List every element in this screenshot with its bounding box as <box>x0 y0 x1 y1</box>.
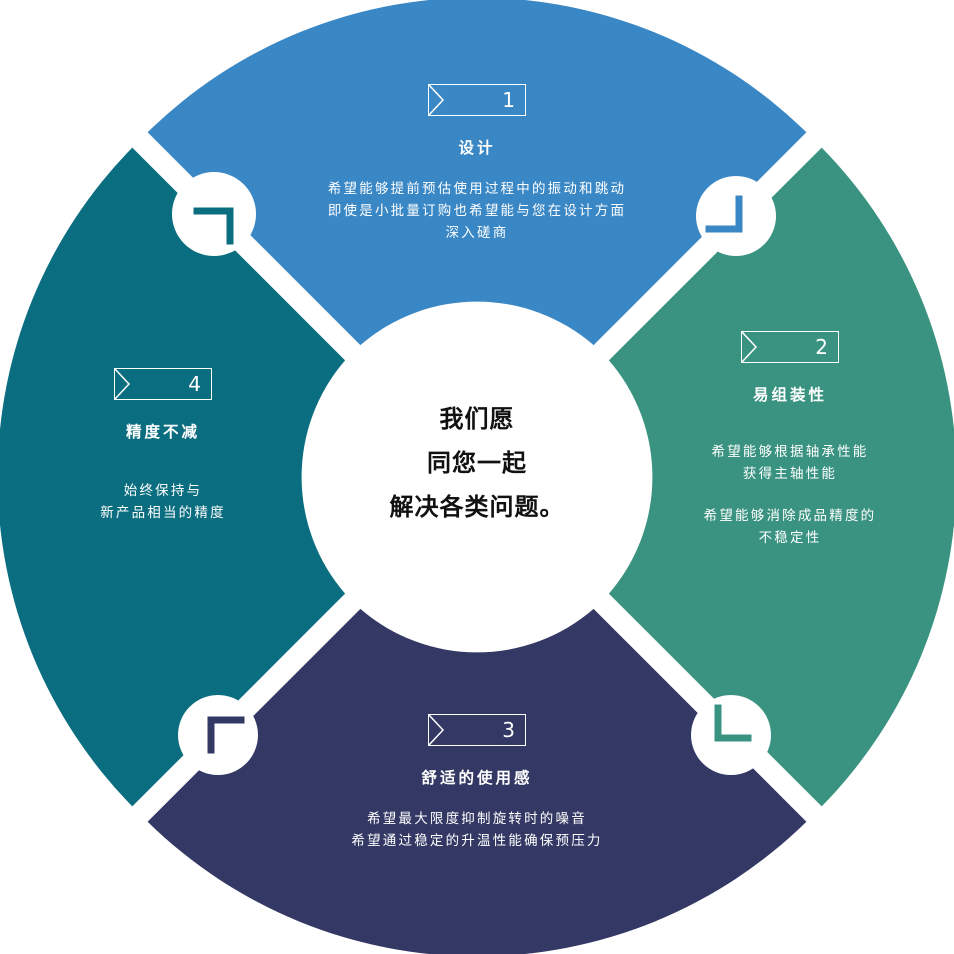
sector-precision <box>0 147 346 807</box>
quadrant-title: 舒适的使用感 <box>421 769 533 787</box>
step-number: 2 <box>815 335 828 359</box>
quadrant-title: 设计 <box>458 139 496 157</box>
number-badge: 2 <box>741 331 839 363</box>
quadrant-assembly: 2 易组装性 希望能够根据轴承性能 获得主轴性能 希望能够消除成品精度的 不稳定… <box>650 331 930 549</box>
connector-bottom-right <box>691 695 771 775</box>
center-line: 同您一起 <box>427 449 527 477</box>
desc-line: 希望最大限度抑制旋转时的噪音 <box>367 811 587 827</box>
desc-line: 希望能够根据轴承性能 <box>711 444 869 460</box>
desc-line: 希望通过稳定的升温性能确保预压力 <box>351 833 603 849</box>
desc-line: 即使是小批量订购也希望能与您在设计方面 <box>327 203 627 219</box>
quadrant-description: 希望最大限度抑制旋转时的噪音 希望通过稳定的升温性能确保预压力 <box>277 808 677 852</box>
desc-spacer <box>650 485 930 505</box>
desc-line: 获得主轴性能 <box>742 466 838 482</box>
quadrant-title: 易组装性 <box>752 386 827 404</box>
chevron-icon <box>742 332 758 363</box>
quadrant-description: 希望能够根据轴承性能 获得主轴性能 希望能够消除成品精度的 不稳定性 <box>650 441 930 549</box>
quadrant-description: 始终保持与 新产品相当的精度 <box>43 480 283 524</box>
desc-line: 不稳定性 <box>758 530 822 546</box>
quadrant-comfort: 3 舒适的使用感 希望最大限度抑制旋转时的噪音 希望通过稳定的升温性能确保预压力 <box>277 714 677 852</box>
chevron-icon <box>429 715 445 746</box>
connector-bottom-left <box>178 695 258 775</box>
desc-line: 新产品相当的精度 <box>100 505 226 521</box>
center-circle <box>305 305 649 649</box>
center-message: 我们愿 同您一起 解决各类问题。 <box>327 397 627 529</box>
chevron-icon <box>115 369 131 400</box>
sector-comfort <box>147 608 807 954</box>
number-badge: 1 <box>428 84 526 116</box>
quadrant-precision: 4 精度不减 始终保持与 新产品相当的精度 <box>43 368 283 524</box>
desc-line: 深入磋商 <box>445 225 509 241</box>
quadrant-design: 1 设计 希望能够提前预估使用过程中的振动和跳动 即使是小批量订购也希望能与您在… <box>277 84 677 244</box>
connector-top-left <box>172 172 256 256</box>
desc-line: 始终保持与 <box>123 483 203 499</box>
step-number: 1 <box>502 88 515 112</box>
chevron-icon <box>429 85 445 116</box>
quadrant-title: 精度不减 <box>125 423 200 441</box>
corner-arrow-icon <box>207 716 245 754</box>
quadrant-description: 希望能够提前预估使用过程中的振动和跳动 即使是小批量订购也希望能与您在设计方面 … <box>277 178 677 244</box>
step-number: 3 <box>502 718 515 742</box>
corner-arrow-icon <box>193 207 234 245</box>
number-badge: 3 <box>428 714 526 746</box>
center-line: 解决各类问题。 <box>389 493 565 521</box>
corner-arrow-icon <box>705 195 743 233</box>
center-line: 我们愿 <box>439 405 515 433</box>
step-number: 4 <box>188 372 201 396</box>
sector-design <box>147 0 807 346</box>
corner-arrow-icon <box>714 704 752 742</box>
desc-line: 希望能够提前预估使用过程中的振动和跳动 <box>327 181 627 197</box>
connector-top-right <box>696 176 776 256</box>
sector-assembly <box>608 147 954 807</box>
desc-line: 希望能够消除成品精度的 <box>703 508 877 524</box>
number-badge: 4 <box>114 368 212 400</box>
